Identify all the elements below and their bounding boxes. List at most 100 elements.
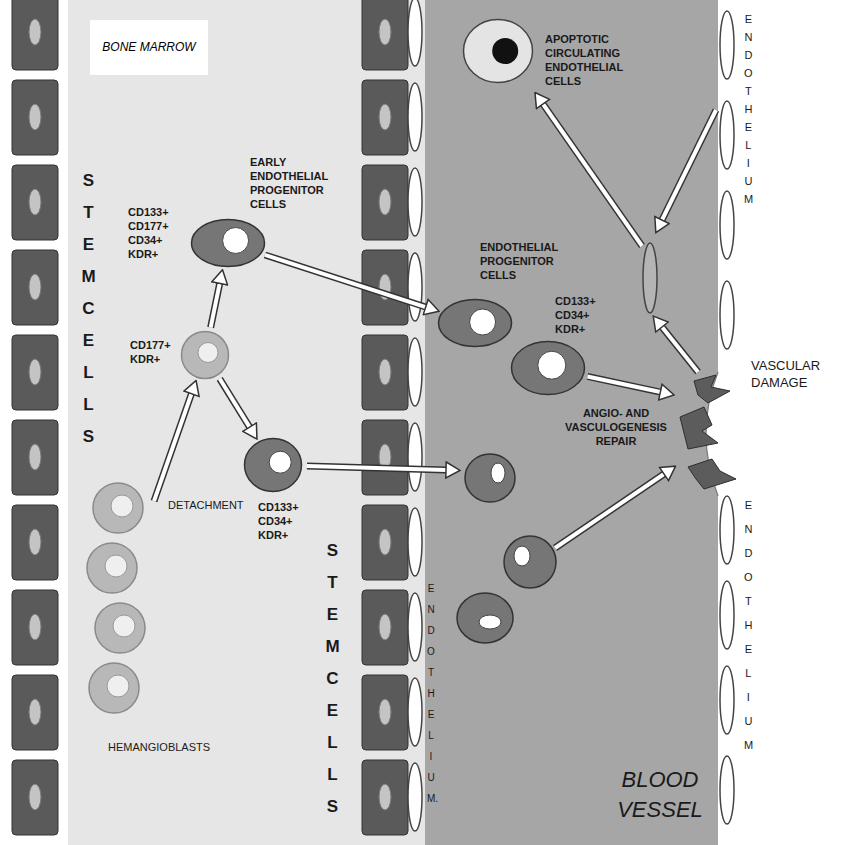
node-text: CD133+ CD34+ KDR+: [258, 500, 308, 542]
arrow-line: [662, 110, 716, 220]
endothelial-cell: [408, 83, 422, 151]
arrow-line: [555, 474, 664, 548]
cell-body: [439, 300, 512, 347]
stem-cell: [362, 675, 408, 750]
cell-body: [245, 439, 302, 492]
cell-nucleus: [538, 351, 566, 379]
endothelial-cell: [408, 338, 422, 406]
cell-nucleus: [491, 463, 505, 483]
cell-nucleus: [223, 228, 249, 254]
endothelial-cell: [408, 593, 422, 661]
cell-nucleus: [113, 615, 135, 637]
stem-cell: [12, 420, 58, 495]
endothelial-cell: [720, 101, 734, 169]
arrow-line: [555, 474, 664, 548]
cell-drawing: [180, 330, 230, 380]
cell-body: [457, 593, 513, 643]
stem-cell: [12, 335, 58, 410]
stem-cell: [362, 165, 408, 240]
hollow-arrow: [543, 104, 642, 246]
node-text: CD133+ CD177+ CD34+ KDR+: [128, 205, 183, 261]
edge-label: DETACHMENT: [168, 498, 244, 512]
arrow-line: [154, 394, 191, 501]
cell-body: [504, 536, 556, 588]
endothelium-wall: [720, 11, 734, 824]
endothelial-cell: [408, 423, 422, 491]
hemangioblast-cell: [89, 663, 139, 713]
stem-cell: [12, 675, 58, 750]
cell-nucleus: [111, 495, 133, 517]
arrow-line: [587, 376, 660, 392]
arrow-line: [662, 327, 698, 372]
cell-drawing: [462, 18, 534, 84]
cell-nucleus: [269, 451, 291, 473]
cell-drawing: [243, 437, 303, 493]
circulating-progenitor-cells: [457, 454, 556, 643]
cell-body: [512, 342, 585, 395]
hollow-arrow: [662, 327, 698, 372]
arrow-line: [220, 379, 250, 427]
stem-cell: [362, 420, 408, 495]
connector-arrow: [211, 283, 220, 327]
hemangioblast-group: HEMANGIOBLASTS: [88, 482, 153, 712]
stem-cell-column: [12, 0, 58, 835]
progenitor-cell: CD133+ CD34+ KDR+: [510, 340, 586, 396]
node-text: HEMANGIOBLASTS: [108, 740, 210, 754]
endothelial-cell: [720, 191, 734, 259]
endothelial-cell: [408, 253, 422, 321]
endothelial-cell: [720, 281, 734, 349]
endothelium-label: ENDOTHELIUM: [744, 10, 753, 208]
node-text: APOPTOTIC CIRCULATING ENDOTHELIAL CELLS: [545, 32, 645, 88]
stem-cells-label: STEM CELLS: [324, 535, 341, 823]
arrow-line: [154, 394, 191, 501]
arrow-line: [543, 104, 642, 246]
cell-nucleus: [470, 309, 496, 335]
endothelium-label: ENDOTHELIUM: [744, 493, 753, 757]
stem-cell: [362, 335, 408, 410]
progenitor-cell: CD133+ CD34+ KDR+: [243, 437, 303, 493]
cell-drawing: [437, 298, 513, 348]
endothelial-cell: [720, 11, 734, 79]
repair-label: ANGIO- AND VASCULOGENESIS REPAIR: [560, 406, 672, 448]
arrow-line: [662, 327, 698, 372]
cell-body: [192, 220, 265, 267]
arrow-line: [307, 466, 446, 470]
cell-drawing: [510, 340, 586, 396]
arrow-line: [265, 255, 426, 307]
stem-cell: [12, 590, 58, 665]
bone-marrow-box: BONE MARROW: [90, 20, 208, 75]
stem-cells-label: STEM CELLS: [80, 165, 97, 453]
early-progenitor-cell: EARLY ENDOTHELIAL PROGENITOR CELLSCD133+…: [190, 218, 266, 268]
node-text: ENDOTHELIAL PROGENITOR CELLS: [480, 240, 575, 282]
stem-cell: [12, 250, 58, 325]
cell-nucleus: [514, 546, 530, 566]
stem-cell: [362, 760, 408, 835]
stem-cell: [12, 505, 58, 580]
cell-nucleus: [492, 38, 518, 64]
arrow-line: [587, 376, 660, 392]
cell-body: [465, 454, 515, 502]
vascular-damage: VASCULAR DAMAGE: [676, 375, 738, 495]
progenitor-cell: ENDOTHELIAL PROGENITOR CELLS: [437, 298, 513, 348]
node-text: BONE MARROW: [102, 40, 195, 55]
endothelial-cell: [408, 763, 422, 831]
arrow-line: [543, 104, 642, 246]
node-text: EARLY ENDOTHELIAL PROGENITOR CELLS: [250, 155, 335, 211]
arrow-line: [211, 283, 220, 327]
cell-drawing: [88, 482, 153, 712]
hollow-arrow: [662, 110, 716, 220]
node-text: CD177+ KDR+: [130, 338, 176, 366]
cell-body: [182, 332, 229, 379]
stem-cell: [362, 0, 408, 70]
hollow-arrow: [555, 474, 664, 548]
arrow-line: [307, 466, 446, 470]
endothelial-cell: [408, 0, 422, 66]
endothelium-label: ENDOTHELIUM.: [427, 578, 435, 809]
vessel-label: BLOOD VESSEL: [605, 765, 715, 825]
wall-fragment: [688, 459, 736, 489]
precursor-cell: CD177+ KDR+: [180, 330, 230, 380]
detached-endothelial-cell: [643, 243, 657, 313]
